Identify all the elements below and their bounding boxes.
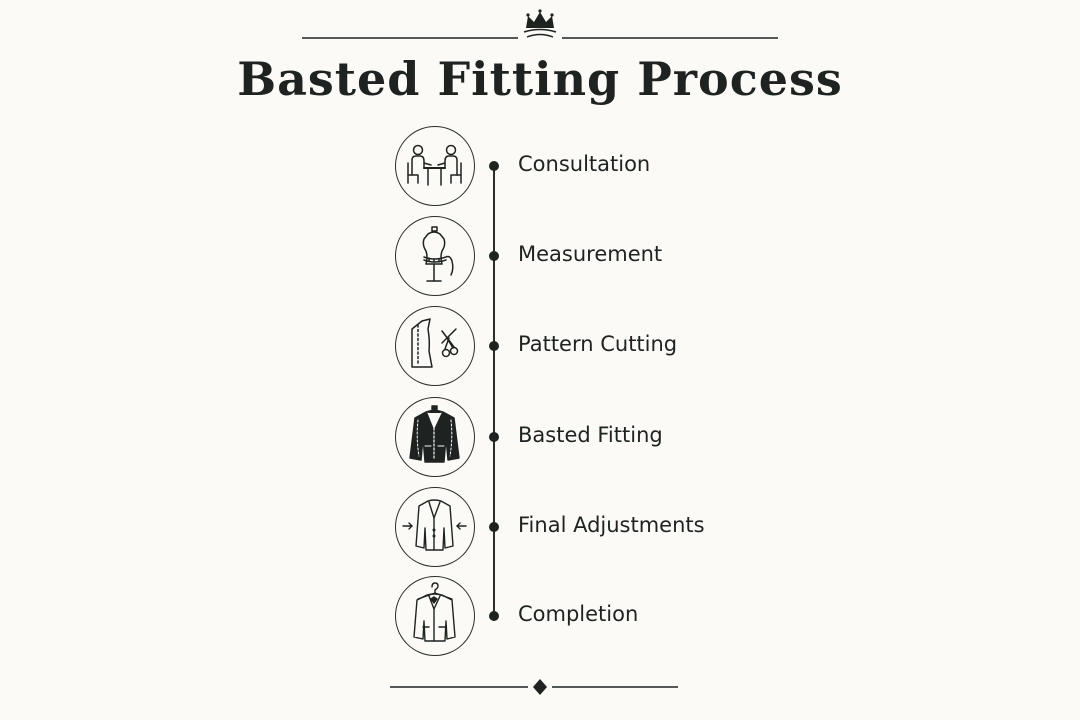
page-title: Basted Fitting Process — [237, 52, 843, 106]
step-label: Final Adjustments — [518, 513, 705, 537]
timeline-dot — [489, 341, 499, 351]
step-completion: Completion — [0, 576, 1080, 660]
timeline-dot — [489, 611, 499, 621]
dress-form-icon — [395, 216, 475, 296]
bottom-ornament — [390, 679, 678, 695]
top-ornament — [302, 9, 778, 39]
step-final-adjustments: Final Adjustments — [0, 487, 1080, 571]
timeline-dot — [489, 161, 499, 171]
diamond-icon — [533, 679, 547, 695]
hanger-jacket-icon — [395, 576, 475, 656]
timeline-dot — [489, 251, 499, 261]
step-basted-fitting: Basted Fitting — [0, 397, 1080, 481]
timeline-dot — [489, 432, 499, 442]
step-pattern-cutting: Pattern Cutting — [0, 306, 1080, 390]
step-label: Completion — [518, 602, 639, 626]
basted-jacket-icon — [395, 397, 475, 477]
step-measurement: Measurement — [0, 216, 1080, 300]
step-label: Measurement — [518, 242, 663, 266]
crown-icon — [523, 9, 557, 38]
pattern-scissors-icon — [395, 306, 475, 386]
adjust-jacket-icon — [395, 487, 475, 567]
step-consultation: Consultation — [0, 126, 1080, 210]
timeline-dot — [489, 522, 499, 532]
step-label: Basted Fitting — [518, 423, 663, 447]
consultation-icon — [395, 126, 475, 206]
timeline-line — [493, 166, 495, 618]
step-label: Pattern Cutting — [518, 332, 678, 356]
step-label: Consultation — [518, 152, 651, 176]
